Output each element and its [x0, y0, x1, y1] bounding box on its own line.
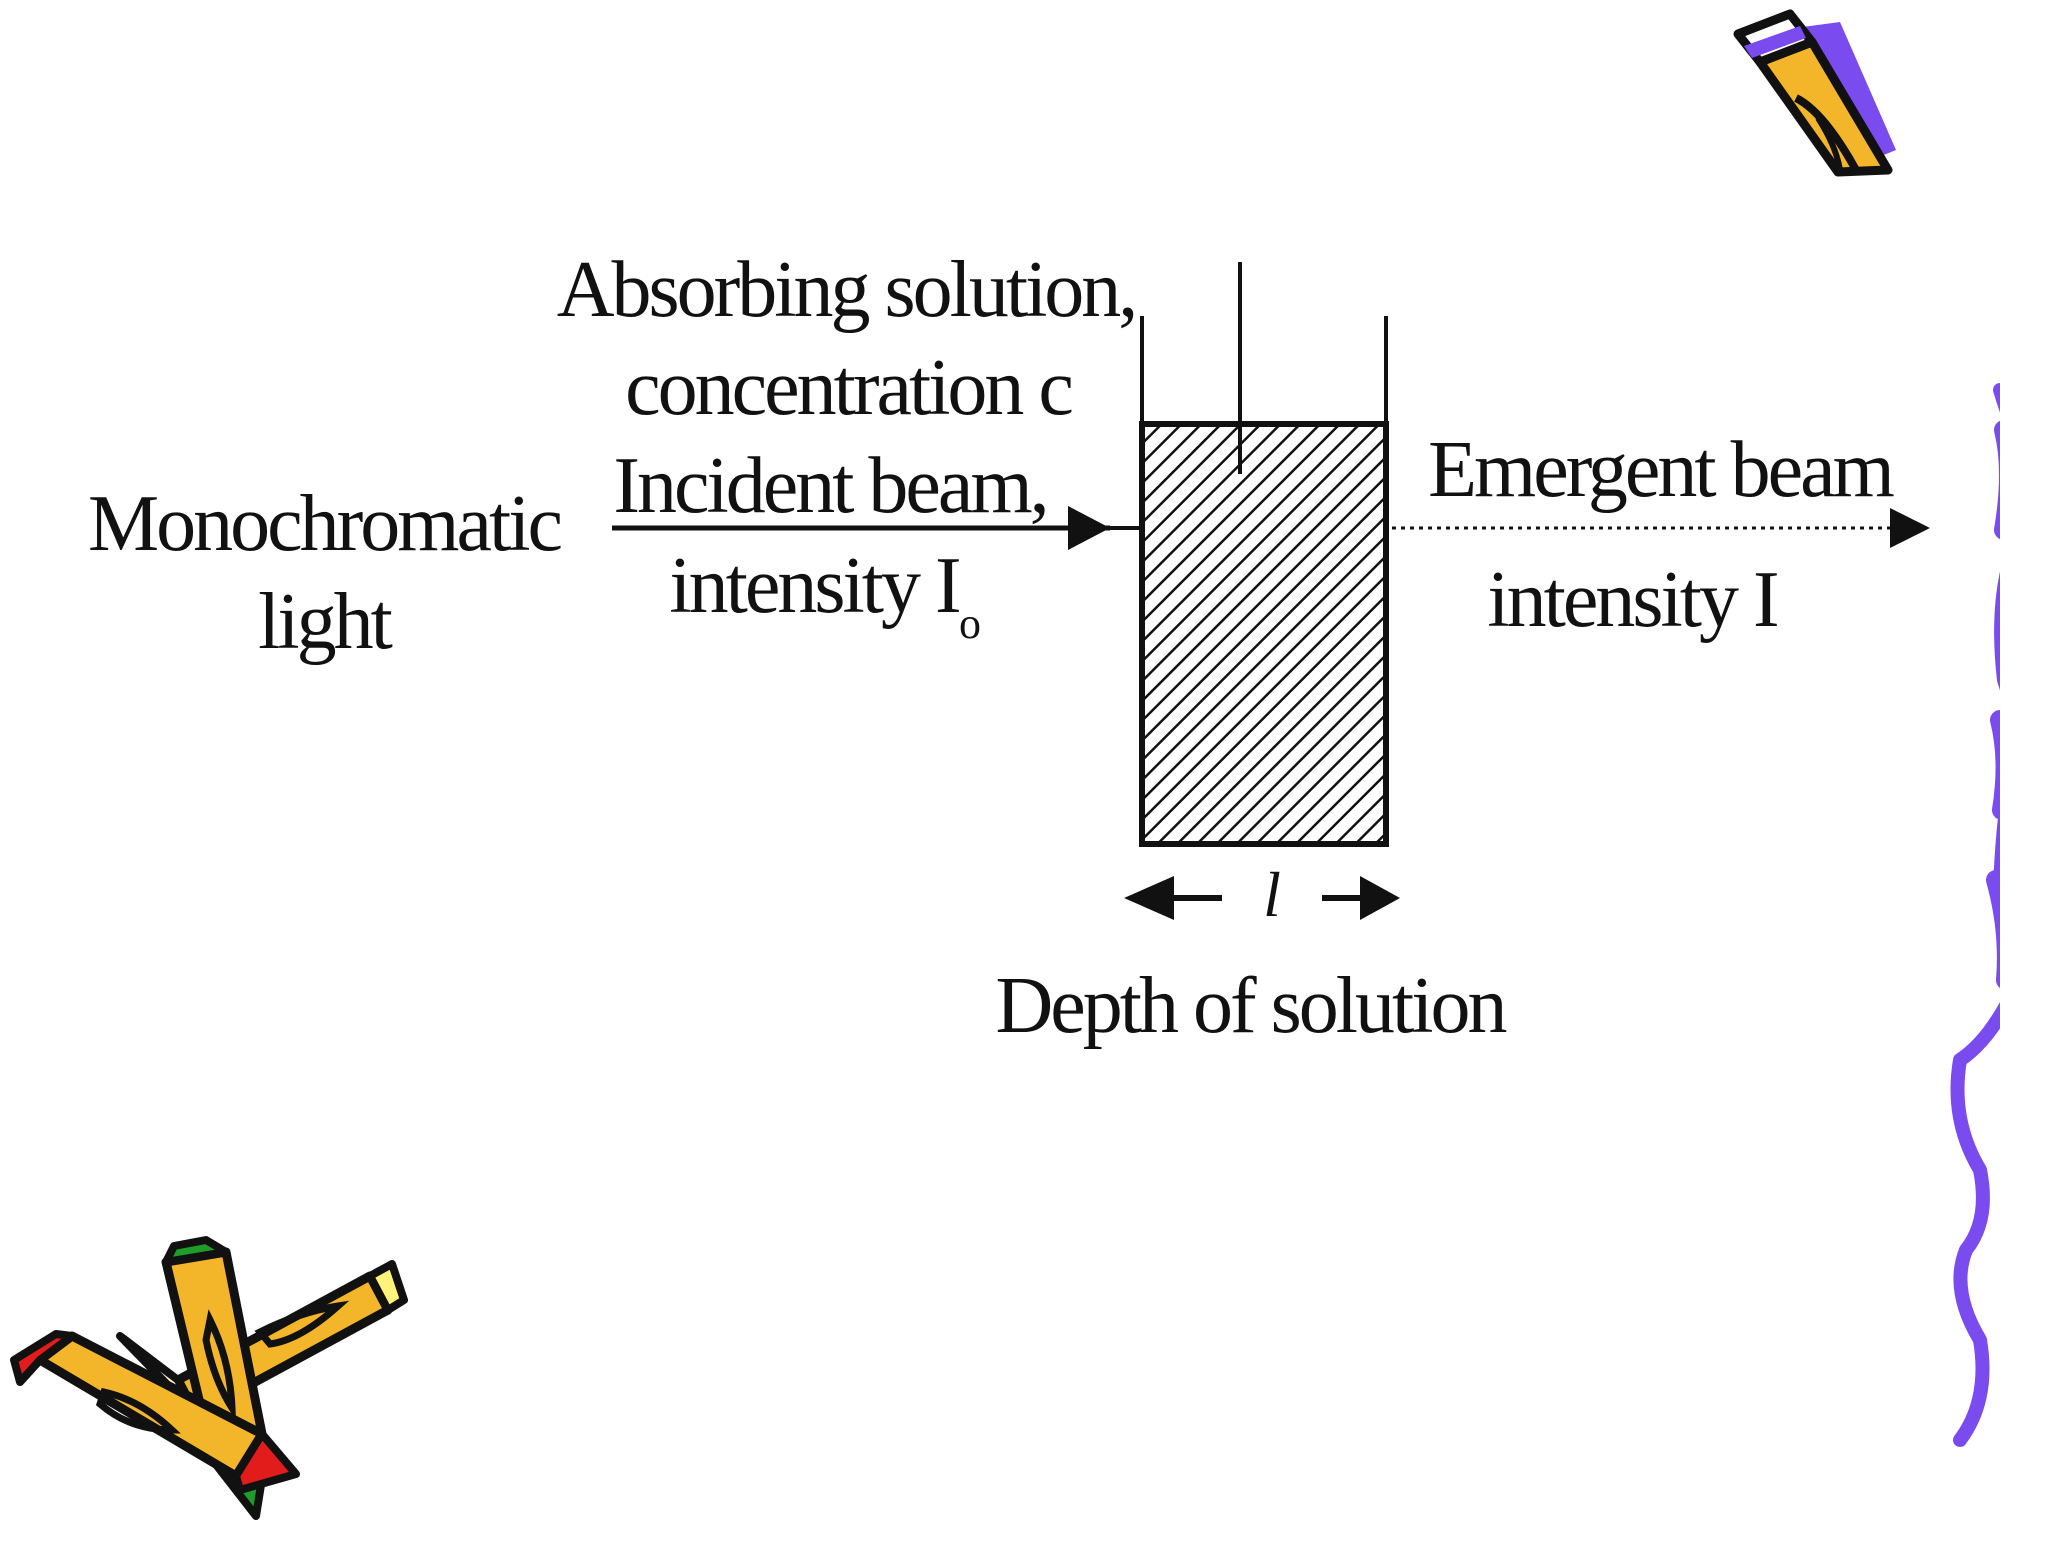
wavy-border [1958, 0, 2048, 1536]
path-length-indicator: l [1124, 859, 1400, 930]
emergent-label-line1: Emergent beam [1428, 426, 1894, 514]
cuvette [1142, 262, 1386, 844]
source-label-line1: Monochromatic [88, 480, 561, 568]
emergent-beam-arrow [1392, 508, 1930, 548]
incident-label-line2: intensity I [669, 542, 959, 630]
solution-label-line1: Absorbing solution, [557, 246, 1136, 334]
emergent-label-line2: intensity I [1487, 556, 1777, 644]
crossed-pencils-icon [14, 1240, 404, 1516]
incident-label-line1: Incident beam, [613, 442, 1046, 530]
solution-label-line2: concentration c [625, 344, 1072, 432]
source-label-line2: light [258, 578, 392, 666]
depth-label: Depth of solution [996, 962, 1507, 1050]
absorbing-solution [1142, 424, 1386, 844]
path-symbol: l [1263, 859, 1281, 930]
pencil-icon [1738, 14, 1896, 172]
incident-subscript: o [959, 599, 981, 648]
